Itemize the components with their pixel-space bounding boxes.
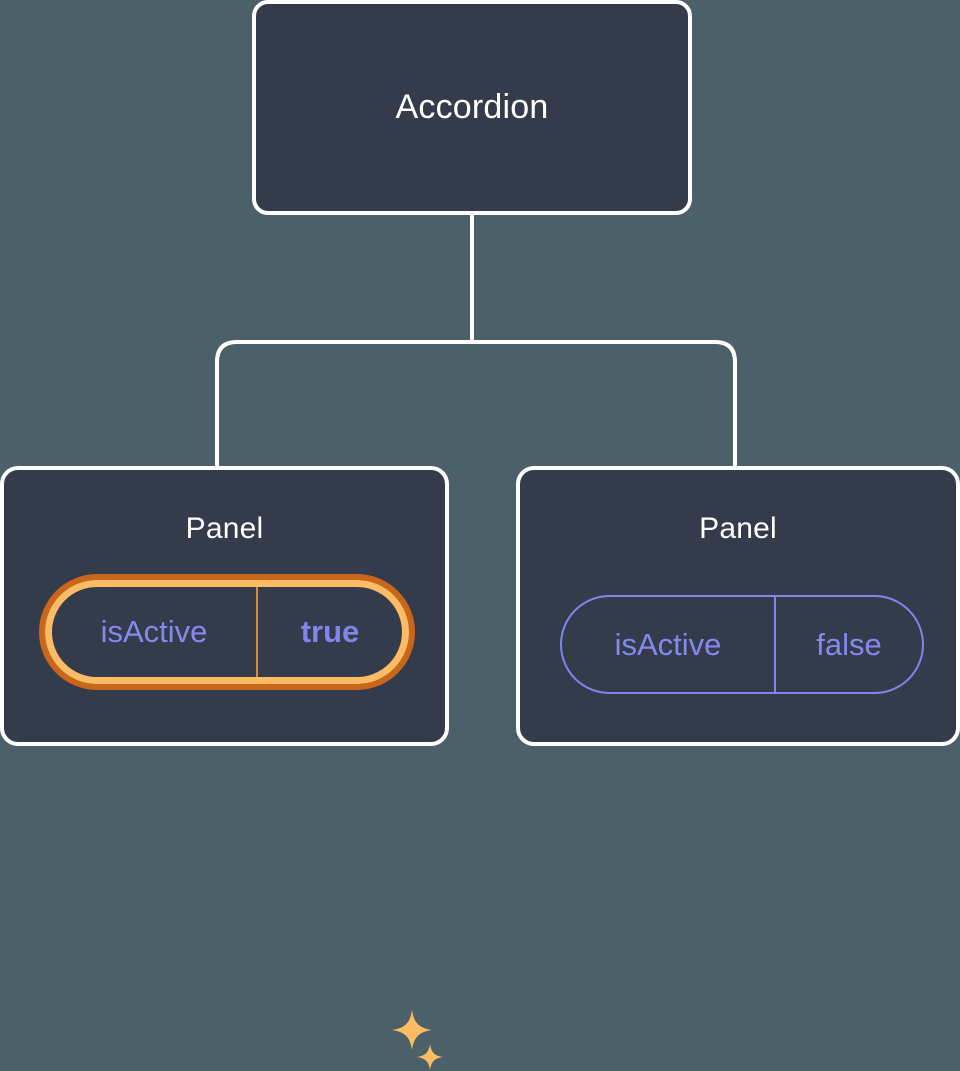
sparkle-icon [392, 1010, 432, 1050]
prop-pill-isactive-true[interactable]: isActive true [39, 574, 415, 690]
node-panel-inactive-label: Panel [699, 512, 777, 545]
sparkle-icon-small [417, 1044, 443, 1070]
prop-value: false [816, 626, 882, 662]
prop-pill-inner: isActive true [45, 580, 409, 684]
prop-key: isActive [52, 587, 258, 677]
node-panel-active-label: Panel [185, 512, 264, 545]
prop-value: true [300, 614, 360, 649]
prop-key: isActive [562, 597, 776, 692]
node-accordion[interactable]: Accordion [252, 0, 692, 215]
node-panel-inactive[interactable]: Panel isActive false [516, 466, 960, 746]
node-panel-active[interactable]: Panel isActive true [0, 466, 449, 1070]
connector-branch-bar [215, 340, 737, 470]
prop-pill-isactive-false[interactable]: isActive false [560, 595, 924, 694]
node-accordion-label: Accordion [395, 88, 549, 126]
